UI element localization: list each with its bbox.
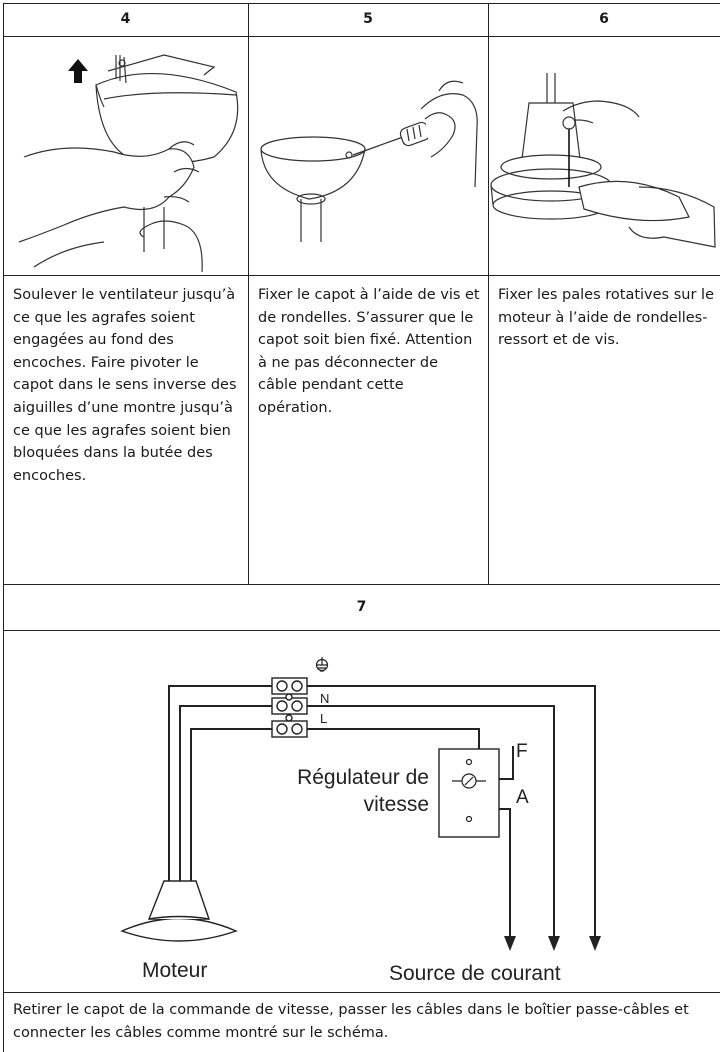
step4-illustration: [18, 54, 239, 273]
regulator-terminal-f: F: [516, 741, 528, 762]
table-divider: [3, 275, 720, 276]
step7-text: Retirer le capot de la commande de vites…: [13, 1002, 689, 1041]
step-number: 4: [120, 11, 131, 27]
table-border-top: [3, 3, 720, 4]
step6-text: Fixer les pales rotatives sur le moteur …: [498, 287, 714, 349]
arrow-up-icon: [68, 59, 88, 83]
motor-icon: [120, 880, 238, 942]
column-divider: [248, 3, 249, 584]
instruction-table: 4 5 6: [3, 3, 720, 1052]
table-border-left: [3, 3, 4, 1052]
regulator-knob-icon: [452, 758, 486, 823]
terminal-label-l: L: [320, 711, 327, 726]
step-number: 6: [599, 11, 609, 27]
step-number: 7: [356, 599, 367, 615]
regulator-label: Régulateur de: [297, 766, 429, 789]
step6-illustration: [490, 73, 716, 248]
step5-illustration: [260, 80, 478, 242]
table-divider: [3, 584, 720, 585]
step5-text: Fixer le capot à l’aide de vis et de ron…: [258, 287, 480, 416]
step4-text: Soulever le ventilateur jusqu’à ce que l…: [13, 287, 237, 484]
column-divider: [488, 3, 489, 584]
wiring-diagram: N L F A Régulateur de vitesse Moteur Sou…: [120, 657, 601, 985]
table-divider: [3, 630, 720, 631]
regulator-terminal-a: A: [516, 787, 529, 808]
regulator-label: vitesse: [364, 793, 429, 816]
table-divider: [3, 992, 720, 993]
step-number: 5: [363, 11, 373, 27]
table-divider: [3, 36, 720, 37]
speed-regulator-box: [438, 748, 500, 838]
motor-label: Moteur: [142, 959, 207, 982]
terminal-label-n: N: [320, 691, 329, 706]
earth-ground-icon: [315, 657, 329, 672]
power-source-label: Source de courant: [389, 962, 561, 985]
